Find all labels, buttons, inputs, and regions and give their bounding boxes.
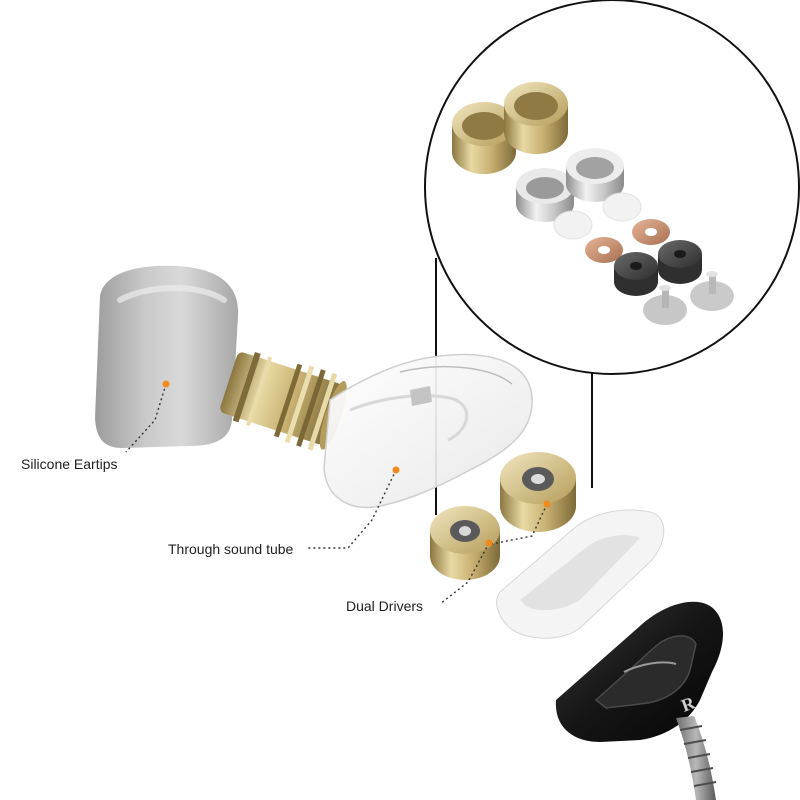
sound-tube-callout-label: Through sound tube <box>168 541 293 557</box>
zoom-gold-cylinder-right <box>504 82 568 154</box>
sound-tube-marker-dot <box>393 467 400 474</box>
driver-left-marker-dot <box>486 540 493 547</box>
silicone-eartip <box>95 266 238 448</box>
drivers-callout-label: Dual Drivers <box>346 598 423 614</box>
driver-right <box>500 452 576 532</box>
zoom-diaphragm-right <box>603 193 641 221</box>
eartips-callout-label: Silicone Eartips <box>21 456 118 472</box>
eartip-marker-dot <box>163 381 170 388</box>
cable <box>676 716 716 800</box>
zoom-magnet-right <box>658 240 702 284</box>
zoom-magnet-left <box>614 252 658 296</box>
zoom-diaphragm-left <box>554 211 592 239</box>
driver-right-marker-dot <box>544 501 551 508</box>
zoom-copper-washer-right <box>632 219 670 245</box>
